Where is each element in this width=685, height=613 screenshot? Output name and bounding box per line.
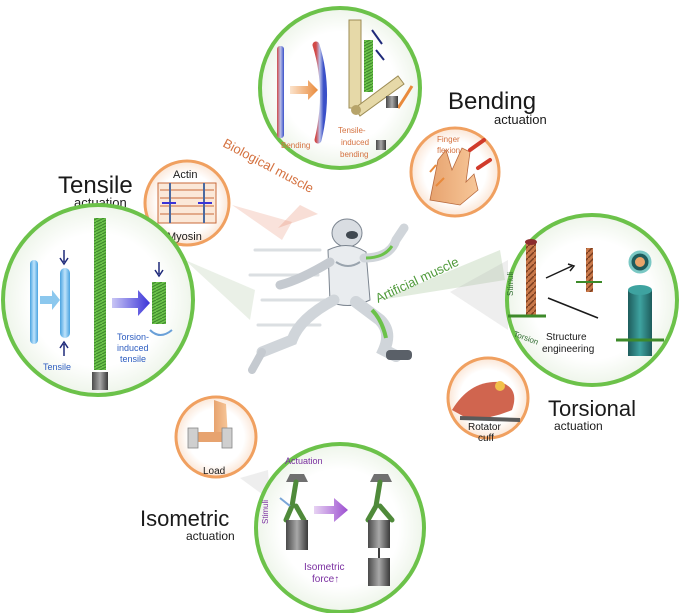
torsional-subtitle-text: actuation	[554, 419, 603, 433]
weight	[386, 96, 398, 108]
long-spring	[94, 218, 106, 370]
isometric-ring	[254, 442, 426, 613]
hinge-arm	[348, 19, 362, 109]
rotator-cuff-label-2: cuff	[478, 433, 494, 444]
thin-tube	[30, 260, 38, 344]
tensile-arrow	[112, 290, 150, 316]
tensile-sub-label: Tensile	[43, 362, 71, 372]
isometric-title: Isometric actuation	[140, 506, 235, 543]
structure-label-1: Structure	[546, 332, 587, 343]
rotator-cuff-label-1: Rotator	[468, 422, 501, 433]
myosin-label: Myosin	[167, 231, 202, 243]
bending-subtitle-text: actuation	[494, 112, 547, 127]
isometric-stimuli-label: Stimuli	[261, 500, 270, 524]
bending-panel: Bending Tensile- induced bending	[258, 6, 422, 170]
torsion-induced-label-3: tensile	[120, 354, 146, 364]
torsion-induced-label-2: induced	[117, 343, 149, 353]
tensile-induced-bending-label-2: induced	[341, 138, 369, 147]
straight-rod	[277, 46, 284, 138]
isometric-title-text: Isometric	[140, 506, 229, 531]
load-label: Load	[203, 466, 225, 477]
rotator-cuff-panel: Rotator cuff	[446, 356, 530, 444]
spring-coil	[364, 40, 373, 92]
isometric-force-label-2: force↑	[312, 574, 339, 585]
thick-tube	[60, 268, 70, 338]
tensile-induced-bending-label-1: Tensile-	[338, 126, 366, 135]
isometric-panel: Actuation Stimuli Isometric force↑	[240, 442, 426, 613]
tensile-weight	[92, 372, 108, 390]
actin-myosin-panel: Actin Myosin	[143, 159, 292, 247]
isometric-weight-right	[368, 558, 390, 586]
short-spring	[152, 282, 166, 324]
isometric-force-label-1: Isometric	[304, 562, 345, 573]
isometric-arrow	[314, 498, 348, 522]
bending-title-text: Bending	[448, 88, 536, 115]
tensile-panel: Tensile Torsion- induced tensile	[1, 203, 255, 397]
bending-arrow	[290, 80, 318, 100]
bending-ring	[258, 6, 422, 170]
torsional-stimuli-label: Stimuli	[506, 272, 515, 296]
rotation-arrow	[396, 85, 414, 109]
shoulder-muscle	[452, 381, 515, 420]
isometric-subtitle-text: actuation	[186, 529, 235, 543]
tensile-induced-bending-label-3: bending	[340, 150, 368, 159]
dumbbell	[187, 427, 199, 449]
bent-rod	[312, 41, 327, 144]
load-panel: Load	[174, 395, 258, 479]
torsional-title: Torsional actuation	[548, 396, 636, 433]
finger-flexion-panel: Finger flexion	[409, 126, 501, 218]
twisted-fiber	[526, 242, 536, 316]
torsion-induced-label-1: Torsion-	[117, 332, 149, 342]
finger-flexion-label-1: Finger	[437, 135, 460, 144]
torsional-panel: Stimuli Torsion Structure engineering	[450, 213, 679, 387]
bending-sub-label: Bending	[281, 141, 310, 150]
torsional-title-text: Torsional	[548, 396, 636, 421]
tensile-title-text: Tensile	[58, 172, 133, 199]
isometric-weight-left	[286, 520, 308, 550]
finger-flexion-label-2: flexion	[437, 146, 460, 155]
robot-runner	[248, 218, 412, 374]
actin-label: Actin	[173, 169, 197, 181]
actuation-label: Actuation	[285, 456, 323, 466]
bending-title: Bending actuation	[448, 88, 547, 127]
structure-label-2: engineering	[542, 344, 594, 355]
teal-tube	[628, 290, 652, 356]
